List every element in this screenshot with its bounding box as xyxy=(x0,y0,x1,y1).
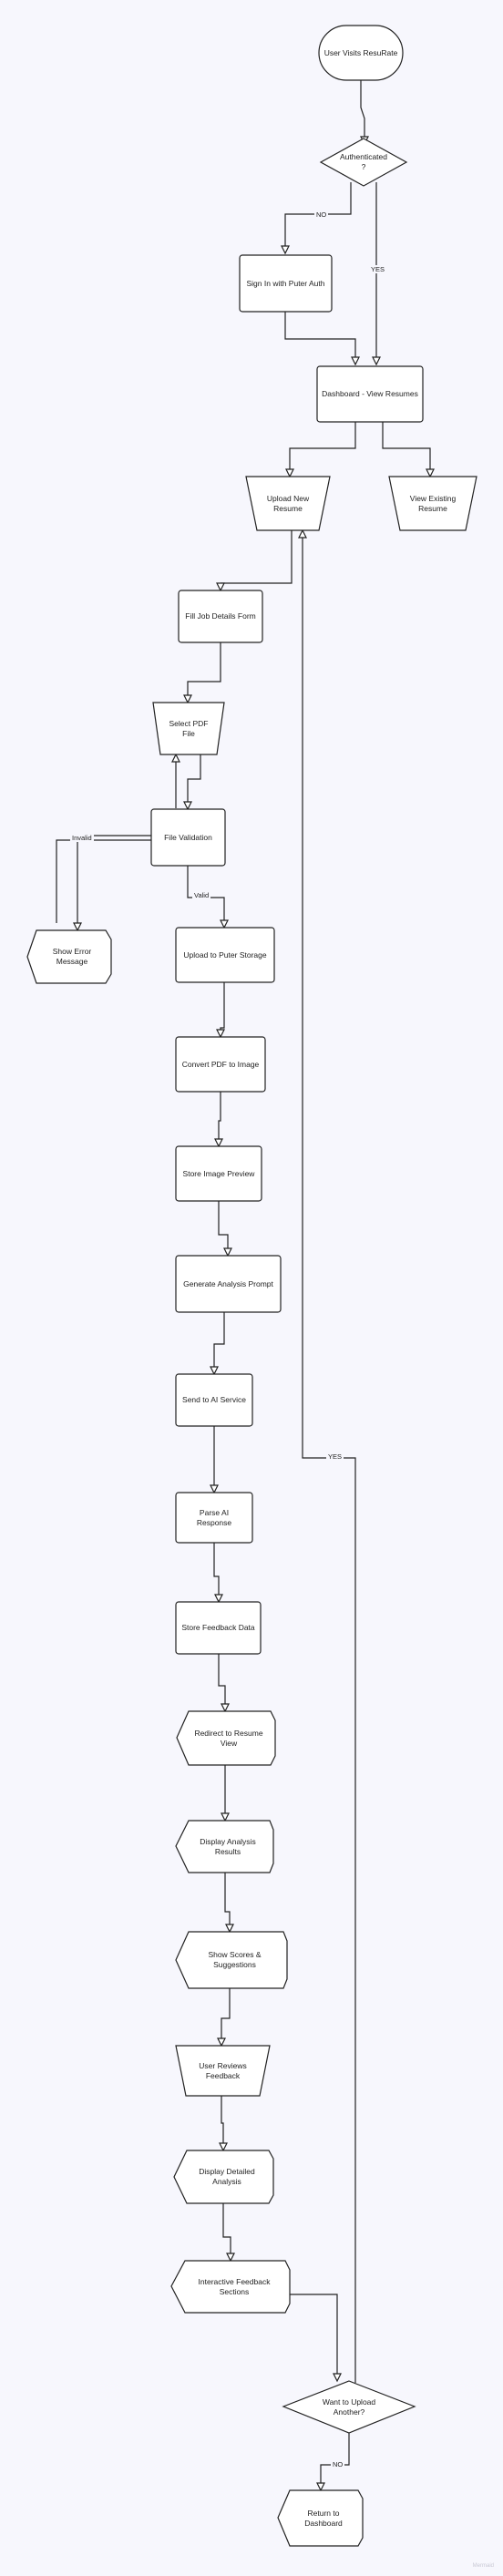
arrow-send xyxy=(210,1366,219,1376)
edge-label-valid: Valid xyxy=(192,891,211,899)
edge-validation-error-back xyxy=(56,839,169,923)
node-reviews-shape xyxy=(175,2045,271,2097)
edge-preview-prompt xyxy=(218,1201,229,1248)
edge-signin-dashboard xyxy=(284,312,356,357)
arrow-display xyxy=(221,1812,230,1822)
node-error-shape xyxy=(26,929,112,984)
arrow-prompt xyxy=(223,1247,232,1257)
node-convert-shape xyxy=(175,1036,266,1093)
arrow-reviews xyxy=(217,2037,226,2047)
arrow-jobform xyxy=(216,582,225,592)
edge-jobform-selectpdf xyxy=(187,642,221,695)
arrow-redirect xyxy=(221,1703,230,1713)
edge-label-another-yes: YES xyxy=(326,1452,344,1461)
arrow-parse xyxy=(210,1484,219,1494)
node-scores-shape xyxy=(175,1931,288,1989)
arrow-another xyxy=(333,2373,342,2383)
edge-interactive-another xyxy=(278,2294,338,2374)
edge-prompt-send xyxy=(213,1312,225,1367)
arrow-validation-back xyxy=(171,753,180,763)
arrow-upload-loop xyxy=(298,529,307,539)
edge-label-invalid: Invalid xyxy=(70,834,94,842)
edge-dashboard-viewexisting xyxy=(382,422,431,469)
node-redirect-shape xyxy=(176,1710,276,1766)
node-upload-shape xyxy=(245,476,331,531)
arrow-return xyxy=(316,2482,325,2492)
node-uploadstorage-shape xyxy=(175,927,275,983)
node-validation-shape xyxy=(150,808,226,867)
arrow-preview xyxy=(214,1138,223,1148)
edge-detailed-interactive xyxy=(222,2203,231,2253)
node-jobform-shape xyxy=(178,590,263,643)
node-another-shape xyxy=(282,2380,416,2434)
edge-upload-jobform xyxy=(221,530,293,584)
node-interactive-shape xyxy=(170,2260,291,2314)
arrow-dashboard-b xyxy=(372,356,381,366)
node-start-shape xyxy=(318,25,404,81)
arrow-dashboard-a xyxy=(351,356,360,366)
arrow-interactive xyxy=(226,2253,235,2263)
arrow-store xyxy=(214,1594,223,1604)
node-sendai-shape xyxy=(175,1373,253,1427)
node-signin-shape xyxy=(239,254,333,313)
edge-selectpdf-validation xyxy=(187,754,201,802)
edge-scores-reviews xyxy=(221,1988,231,2038)
edge-parse-store xyxy=(213,1543,220,1595)
edge-another-return xyxy=(320,2433,350,2483)
node-viewexisting-shape xyxy=(388,476,477,531)
node-storefeedback-shape xyxy=(175,1601,262,1655)
watermark: Mermaid xyxy=(472,2563,494,2569)
edge-convert-preview xyxy=(218,1092,221,1139)
edge-start-auth xyxy=(360,80,365,137)
edge-label-another-no: NO xyxy=(331,2460,345,2468)
edge-label-auth-yes: YES xyxy=(369,265,387,273)
node-prompt-shape xyxy=(175,1255,282,1313)
edge-display-scores xyxy=(224,1873,231,1924)
edge-upload-convert xyxy=(220,982,225,1030)
arrow-upload-storage xyxy=(220,919,229,929)
node-return-shape xyxy=(277,2489,364,2547)
arrow-detailed xyxy=(219,2142,228,2152)
arrow-error xyxy=(73,922,82,932)
arrow-upload xyxy=(285,468,294,478)
arrow-convert xyxy=(216,1029,225,1039)
arrow-validation xyxy=(183,801,192,811)
arrowheads xyxy=(73,136,435,2492)
edge-dashboard-upload xyxy=(289,422,356,469)
edge-reviews-detailed xyxy=(221,2096,224,2143)
node-shapes xyxy=(26,25,477,2547)
arrow-scores xyxy=(225,1924,234,1934)
node-parse-shape xyxy=(175,1492,253,1544)
arrow-selectpdf xyxy=(183,694,192,704)
node-detailed-shape xyxy=(173,2150,274,2204)
node-selectpdf-shape xyxy=(152,702,225,755)
arrow-signin xyxy=(281,245,290,255)
node-preview-shape xyxy=(175,1145,262,1202)
node-auth-shape xyxy=(319,138,408,187)
edge-store-redirect xyxy=(218,1654,226,1704)
node-display-shape xyxy=(175,1820,274,1873)
edge-label-auth-no: NO xyxy=(314,210,329,219)
node-dashboard-shape xyxy=(316,365,424,423)
arrow-viewexisting xyxy=(426,468,435,478)
